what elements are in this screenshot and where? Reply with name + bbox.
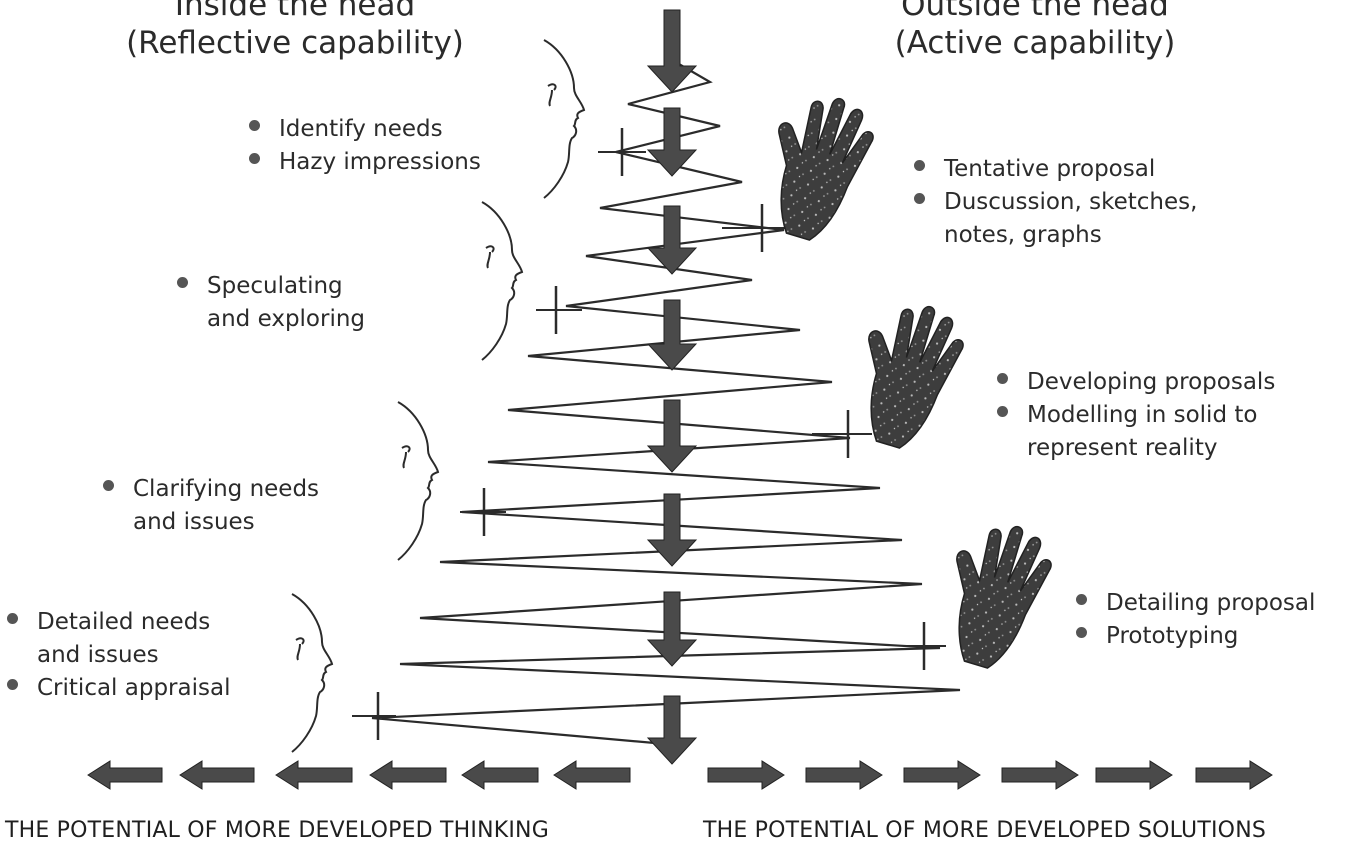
heading-active-title: Outside the head xyxy=(901,0,1169,23)
note-speculating: Speculating and exploring xyxy=(175,270,365,336)
down-arrow-icon xyxy=(646,399,698,473)
heading-reflective: Inside the head (Reflective capability) xyxy=(80,0,510,62)
note-detailed-needs: Detailed needs and issues Critical appra… xyxy=(5,606,230,705)
bullet-icon xyxy=(249,153,260,164)
note-identify-needs: Identify needs Hazy impressions xyxy=(247,113,481,179)
arrow-right-icon xyxy=(805,760,883,790)
down-arrow-icon xyxy=(646,299,698,371)
bullet-icon xyxy=(177,277,188,288)
note-item: and issues xyxy=(133,509,255,535)
note-clarifying: Clarifying needs and issues xyxy=(101,473,319,539)
arrow-left-icon xyxy=(179,760,255,790)
note-item: Tentative proposal xyxy=(912,153,1197,186)
down-arrow-icon xyxy=(646,205,698,275)
arrow-right-icon xyxy=(1195,760,1273,790)
note-item: Speculating xyxy=(175,270,365,303)
arrow-right-icon xyxy=(903,760,981,790)
note-developing-proposals: Developing proposals Modelling in solid … xyxy=(995,366,1275,465)
note-item: Prototyping xyxy=(1074,620,1315,653)
heading-active-subtitle: (Active capability) xyxy=(894,25,1176,61)
arrow-left-icon xyxy=(87,760,163,790)
note-item: and exploring xyxy=(207,306,366,332)
hand-icon xyxy=(778,97,874,241)
note-item: and issues xyxy=(37,642,159,668)
arrow-left-icon xyxy=(275,760,353,790)
bullet-icon xyxy=(1076,627,1087,638)
note-item: Detailing proposal xyxy=(1074,587,1315,620)
bullet-icon xyxy=(103,480,114,491)
heading-reflective-title: Inside the head xyxy=(174,0,416,23)
face-profile-icon xyxy=(291,593,334,753)
hand-icon xyxy=(868,305,964,449)
center-arrows xyxy=(646,9,698,765)
caption-developed-solutions: THE POTENTIAL OF MORE DEVELOPED SOLUTION… xyxy=(703,818,1267,843)
note-item: Duscussion, sketches, xyxy=(912,186,1197,219)
arrow-right-icon xyxy=(707,760,785,790)
arrow-left-icon xyxy=(461,760,539,790)
bullet-icon xyxy=(914,160,925,171)
faces-layer xyxy=(291,39,586,753)
bullet-icon xyxy=(997,406,1008,417)
bullet-icon xyxy=(914,193,925,204)
note-item: represent reality xyxy=(1027,435,1218,461)
down-arrow-icon xyxy=(646,493,698,567)
note-item: notes, graphs xyxy=(944,222,1102,248)
note-item: Developing proposals xyxy=(995,366,1275,399)
bottom-arrows xyxy=(87,760,1273,790)
tick-marks xyxy=(352,128,946,740)
heading-active: Outside the head (Active capability) xyxy=(820,0,1250,62)
bullet-icon xyxy=(997,373,1008,384)
down-arrow-icon xyxy=(646,591,698,667)
bullet-icon xyxy=(249,120,260,131)
down-arrow-icon xyxy=(646,107,698,177)
heading-reflective-subtitle: (Reflective capability) xyxy=(126,25,464,61)
note-item: Critical appraisal xyxy=(5,672,230,705)
face-profile-icon xyxy=(481,201,524,361)
down-arrow-icon xyxy=(646,9,698,93)
note-item: Identify needs xyxy=(247,113,481,146)
bullet-icon xyxy=(7,679,18,690)
arrow-left-icon xyxy=(369,760,447,790)
face-profile-icon xyxy=(543,39,586,199)
arrow-right-icon xyxy=(1001,760,1079,790)
arrow-right-icon xyxy=(1095,760,1173,790)
note-item: Hazy impressions xyxy=(247,146,481,179)
arrow-left-icon xyxy=(553,760,631,790)
note-tentative-proposal: Tentative proposal Duscussion, sketches,… xyxy=(912,153,1197,252)
face-profile-icon xyxy=(397,401,440,561)
caption-developed-thinking: THE POTENTIAL OF MORE DEVELOPED THINKING xyxy=(5,818,549,843)
hands-layer xyxy=(778,97,1052,669)
note-item: Modelling in solid to xyxy=(995,399,1275,432)
note-detailing-proposal: Detailing proposal Prototyping xyxy=(1074,587,1315,653)
bullet-icon xyxy=(7,613,18,624)
hand-icon xyxy=(956,525,1052,669)
bullet-icon xyxy=(1076,594,1087,605)
note-item: Clarifying needs xyxy=(101,473,319,506)
note-item: Detailed needs xyxy=(5,606,230,639)
down-arrow-icon xyxy=(646,695,698,765)
